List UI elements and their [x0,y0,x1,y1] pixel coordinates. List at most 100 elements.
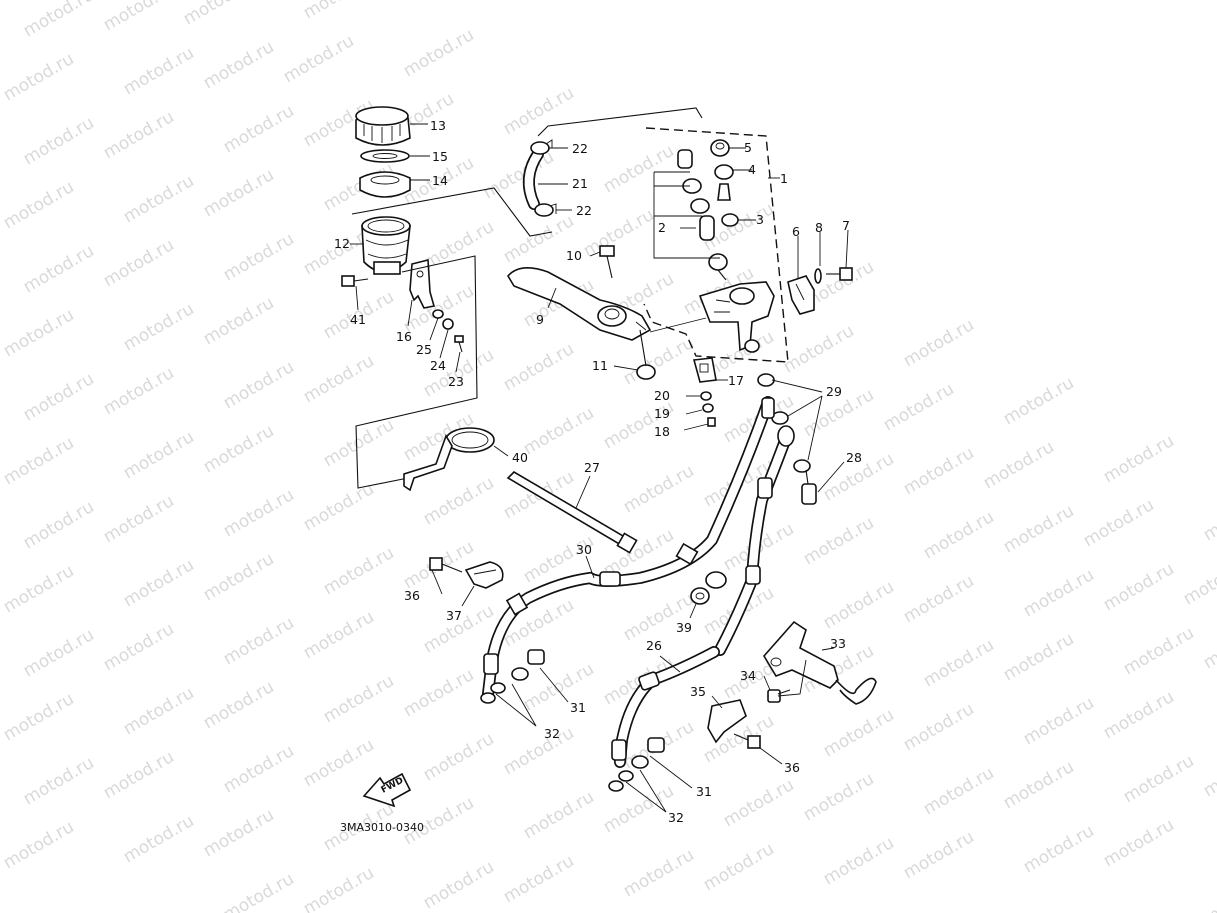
callout-6: 6 [792,224,800,239]
hose-clamp-35 [707,699,747,744]
gasket-32-right-a [618,770,634,782]
nut-24 [442,318,454,330]
callout-labels: 1 2 3 4 5 6 7 8 9 10 11 12 13 14 15 16 1… [334,118,862,834]
bolt-38 [429,557,463,573]
joint-4 [714,164,734,201]
callout-31b: 31 [696,784,712,799]
callout-14: 14 [432,173,448,188]
callout-37: 37 [446,608,462,623]
callout-9: 9 [536,312,544,327]
reservoir-bracket [409,258,436,309]
lever-leader [649,317,707,333]
hose-clamp-37 [464,561,504,589]
callout-13: 13 [430,118,446,133]
callout-35: 35 [690,684,706,699]
callout-36b: 36 [784,760,800,775]
callout-26: 26 [646,638,662,653]
union-bolt-31-right [631,737,665,769]
callout-12: 12 [334,236,350,251]
gasket-32-right-b [608,780,624,792]
drawing-code: 3MA3010-0340 [340,821,424,834]
reservoir-cap [355,106,411,146]
hose-clamp-39 [690,571,727,605]
callout-23: 23 [448,374,464,389]
callout-39: 39 [676,620,692,635]
reservoir-tank [361,216,411,275]
screw-23 [454,335,464,353]
brake-lever [507,267,652,341]
hose-clamp-lower [534,203,557,217]
pivot-bolt [599,245,615,279]
leader-lines [350,123,849,813]
gasket-32-left-a [490,682,506,694]
callout-24: 24 [430,358,446,373]
callout-32b: 32 [668,810,684,825]
screw-18 [707,417,716,427]
reservoir-diaphragm-plate [360,149,410,163]
callout-20: 20 [654,388,670,403]
callout-7: 7 [842,218,850,233]
gasket-lower [793,459,811,473]
callout-27: 27 [584,460,600,475]
callout-3: 3 [756,212,764,227]
callout-15: 15 [432,149,448,164]
washer-20 [700,391,712,401]
callout-17: 17 [728,373,744,388]
pivot-nut [636,329,656,380]
callout-10: 10 [566,248,582,263]
gasket-upper [757,373,775,387]
master-cylinder-holder [787,275,815,315]
callout-36a: 36 [404,588,420,603]
callout-1: 1 [780,171,788,186]
brake-switch [692,357,717,383]
callout-28: 28 [846,450,862,465]
gasket-32-left-b [480,692,496,704]
callout-22b: 22 [576,203,592,218]
callout-8: 8 [815,220,823,235]
reservoir-diaphragm [359,171,411,198]
bolt-36-right [733,733,761,749]
callout-29: 29 [826,384,842,399]
callout-25: 25 [416,342,432,357]
callout-30: 30 [576,542,592,557]
callout-31a: 31 [570,700,586,715]
reservoir-bolt [341,275,369,287]
callout-41: 41 [350,312,366,327]
brake-hose-30 [482,396,775,700]
o-ring-3 [721,213,739,227]
washer-25 [432,309,444,319]
frame-reservoir-hose [351,187,553,237]
callout-4: 4 [748,162,756,177]
callout-21: 21 [572,176,588,191]
callout-32a: 32 [544,726,560,741]
hose-clamp-upper [530,139,553,155]
union-bolt-28 [801,469,817,505]
callout-33: 33 [830,636,846,651]
callout-16: 16 [396,329,412,344]
frame-reservoir-bracket [355,255,478,489]
fwd-arrow [362,772,412,808]
callout-2: 2 [658,220,666,235]
hose-bracket-33 [763,620,877,705]
callout-22a: 22 [572,141,588,156]
piston-kit [677,149,728,281]
washer-8 [814,268,822,284]
brake-hose-26 [611,425,795,768]
master-cylinder-kit-frame [643,127,789,363]
boot-5 [710,139,730,157]
callout-5: 5 [744,140,752,155]
washer-19 [702,403,714,413]
callout-18: 18 [654,424,670,439]
reservoir-hose [522,148,544,210]
callout-11: 11 [592,358,608,373]
callout-19: 19 [654,406,670,421]
cable-tie [506,470,638,554]
frame-hose-top [537,107,703,137]
master-cylinder-body [698,281,775,353]
union-bolt-31-left [511,649,545,681]
callout-34: 34 [740,668,756,683]
callout-40: 40 [512,450,528,465]
bolt-7 [826,267,853,281]
hose-guide-40 [403,427,495,492]
